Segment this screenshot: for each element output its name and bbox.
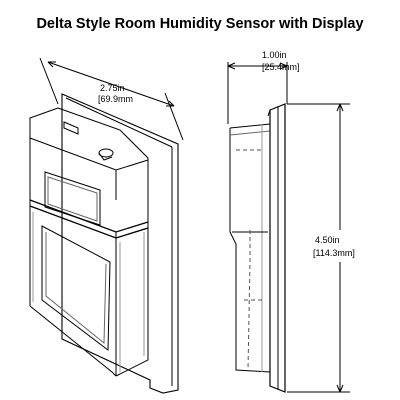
height-inches-label: 4.50in	[315, 235, 340, 245]
side-view	[229, 103, 286, 393]
height-mm-label: [114.3mm]	[313, 248, 355, 258]
width-dimension	[39, 57, 184, 141]
height-dimension	[287, 103, 350, 393]
depth-dimension	[227, 62, 288, 124]
width-mm-label: [69.9mm	[98, 94, 133, 104]
width-inches-label: 2.75in	[100, 83, 125, 93]
depth-mm-label: [25.4mm]	[262, 62, 300, 72]
diagram-title: Delta Style Room Humidity Sensor with Di…	[36, 16, 364, 32]
front-view	[29, 93, 179, 394]
depth-inches-label: 1.00in	[262, 50, 287, 60]
